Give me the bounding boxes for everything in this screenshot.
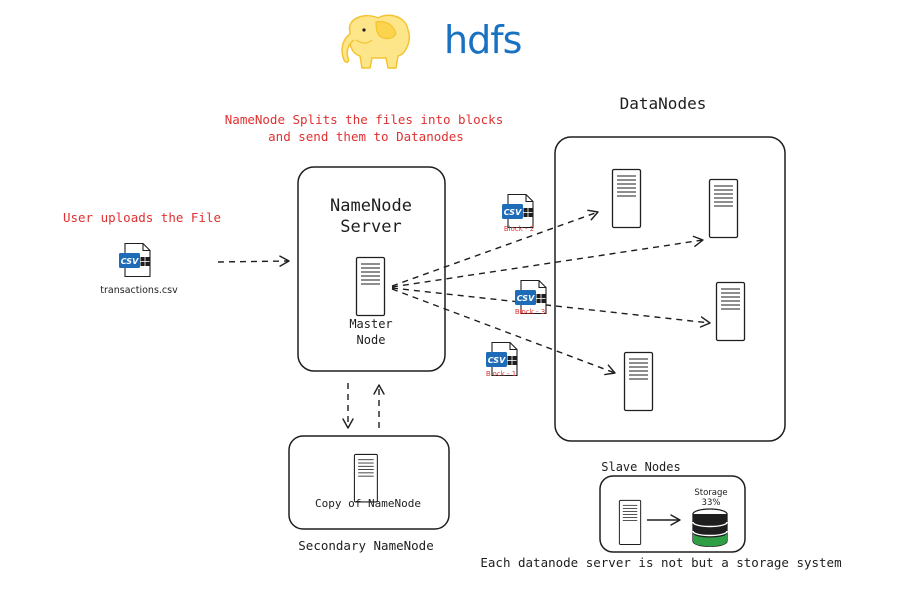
namenode-title-line2: Server: [340, 217, 401, 237]
database-storage-icon: [692, 508, 728, 547]
secondary-caption: Secondary NameNode: [298, 538, 433, 553]
block-3-label: Block - 3: [515, 308, 545, 316]
datanode-server-icon-2: [708, 178, 739, 239]
distribution-arrow-2: [391, 235, 704, 288]
secondary-namenode-box: [288, 435, 450, 530]
datanode-server-icon-4: [623, 351, 654, 412]
datanode-server-icon-1: [611, 168, 642, 229]
storage-explanation: Each datanode server is not but a storag…: [480, 555, 841, 570]
namenode-note-line2: and send them to Datanodes: [268, 129, 464, 144]
block-2-file-icon: [501, 193, 534, 229]
namenode-note-line1: NameNode Splits the files into blocks: [225, 112, 503, 127]
distribution-arrow-1: [391, 209, 599, 287]
csv-file-icon: [118, 242, 151, 278]
slave-nodes-caption: Slave Nodes: [601, 460, 680, 474]
distribution-arrow-4: [391, 288, 616, 376]
datanode-server-icon-3: [715, 281, 746, 342]
namenode-server-box: [297, 166, 446, 372]
upload-arrow: [217, 255, 290, 267]
block-2-label: Block - 2: [504, 225, 534, 233]
storage-percent: 33%: [702, 498, 721, 508]
storage-server-icon: [618, 499, 642, 545]
secondary-inner-label: Copy of NameNode: [315, 497, 421, 510]
namenode-server-icon: [355, 256, 386, 317]
namenode-role-line2: Node: [357, 333, 386, 347]
distribution-arrow-3: [391, 287, 711, 328]
datanodes-cluster-box: [554, 136, 786, 442]
storage-example-box: [599, 475, 746, 553]
hadoop-elephant-icon: [341, 14, 410, 69]
namenode-role-line1: Master: [349, 317, 392, 331]
namenode-title-line1: NameNode: [330, 196, 412, 216]
uploaded-file-name: transactions.csv: [100, 285, 178, 296]
block-1-label: Block - 1: [486, 370, 516, 378]
secondary-server-icon: [353, 453, 378, 503]
user-upload-caption: User uploads the File: [63, 210, 221, 225]
storage-label: Storage: [694, 488, 727, 498]
datanodes-title: DataNodes: [620, 94, 707, 113]
hdfs-logo-text: hdfs: [444, 18, 521, 62]
